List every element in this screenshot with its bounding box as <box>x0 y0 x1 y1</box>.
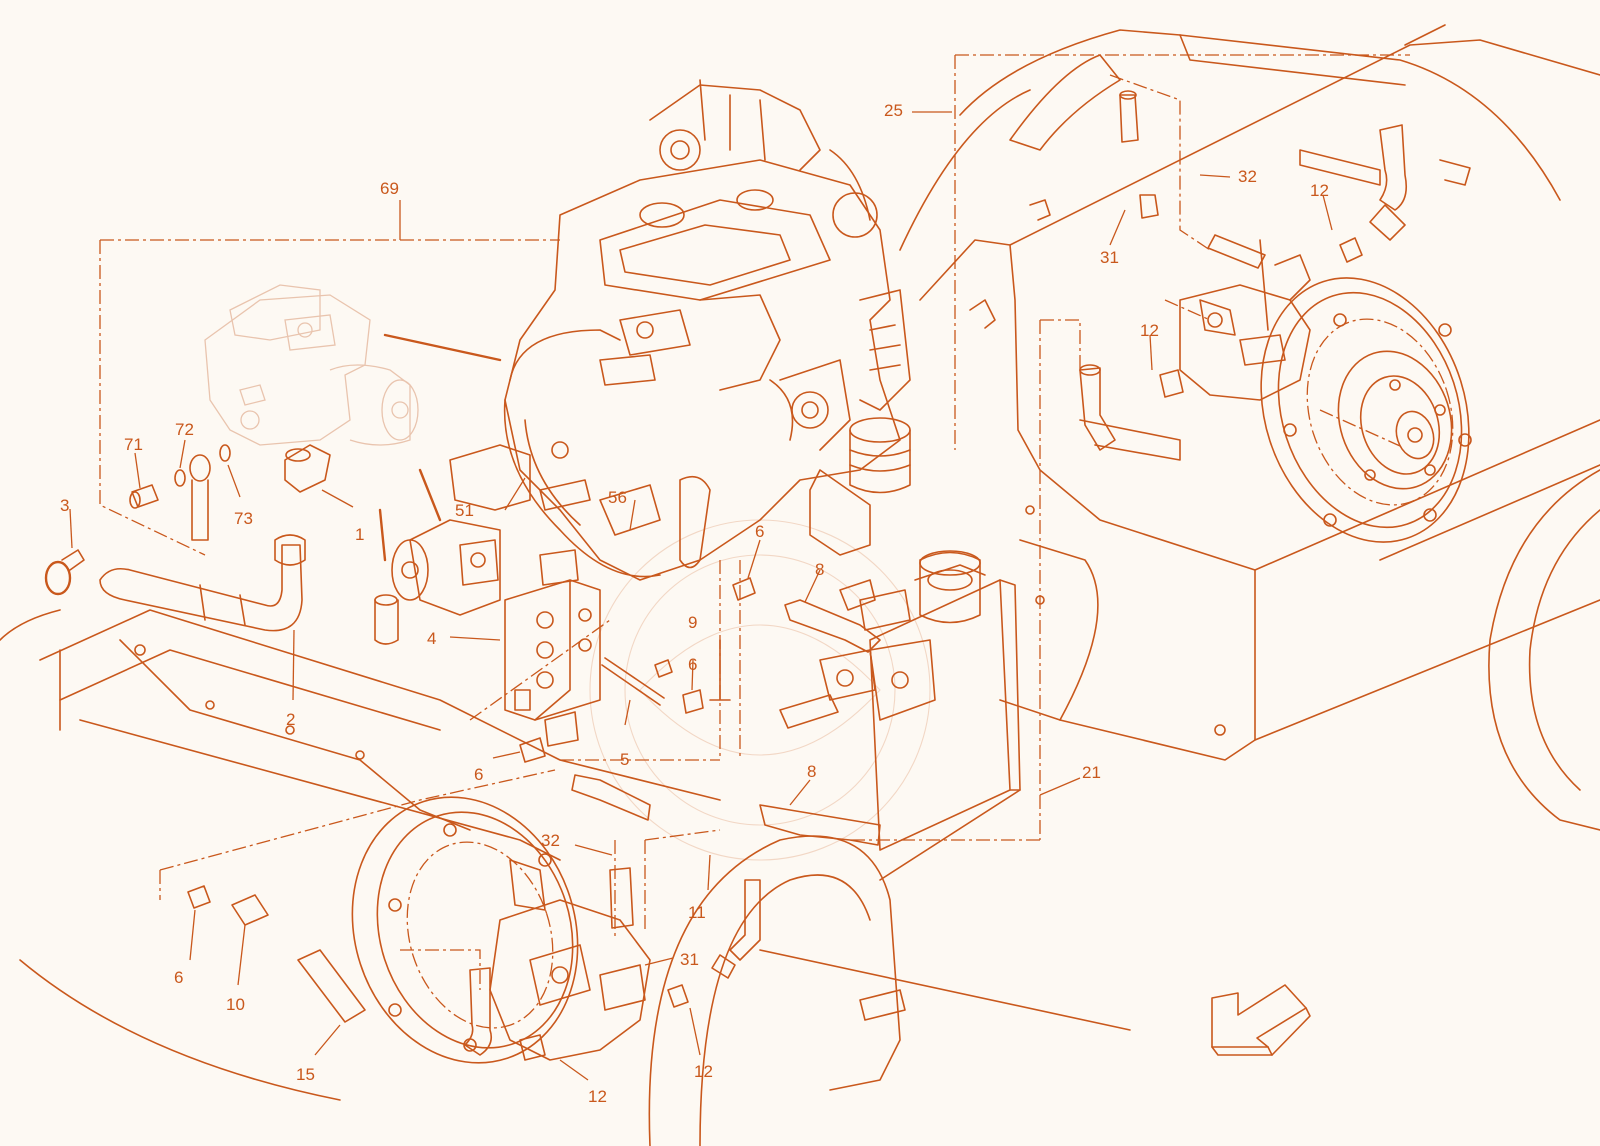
front-direction-arrow-icon <box>1211 984 1311 1056</box>
callout-51: 51 <box>455 501 474 520</box>
callout-56: 56 <box>608 488 627 507</box>
callout-21: 21 <box>1082 763 1101 782</box>
callout-2: 2 <box>286 710 295 729</box>
leader-lines <box>69 111 1333 1081</box>
spacer <box>374 594 399 645</box>
callout-69: 69 <box>380 179 399 198</box>
suction-hose-2 <box>99 534 306 632</box>
hydraulic-tank <box>779 550 1021 851</box>
valve-block <box>504 549 601 747</box>
callout-32-lower: 32 <box>541 831 560 850</box>
callout-3: 3 <box>60 496 69 515</box>
callout-6-c: 6 <box>474 765 483 784</box>
callout-8-upper: 8 <box>815 560 824 579</box>
callout-31-lower: 31 <box>680 950 699 969</box>
hoses-8 <box>571 599 881 846</box>
engine-assembly <box>383 79 911 581</box>
callout-6-b: 6 <box>688 655 697 674</box>
callout-4: 4 <box>427 629 436 648</box>
callout-10: 10 <box>226 995 245 1014</box>
callout-12-upper: 12 <box>1310 181 1329 200</box>
gear-pump <box>378 444 531 616</box>
callout-25: 25 <box>884 101 903 120</box>
oring-73 <box>219 444 231 462</box>
callout-1: 1 <box>355 525 364 544</box>
callout-32-upper: 32 <box>1238 167 1257 186</box>
callout-9: 9 <box>688 613 697 632</box>
callout-6-a: 6 <box>755 522 764 541</box>
elbow-fitting-1 <box>284 444 331 493</box>
callout-72: 72 <box>175 420 194 439</box>
callout-12-lower-left: 12 <box>588 1087 607 1106</box>
fitting-71 <box>129 484 159 509</box>
callout-11: 11 <box>688 903 706 922</box>
manifold-56 <box>539 475 711 569</box>
callout-labels: 69 25 32 12 31 12 71 72 73 3 51 56 1 6 8… <box>60 101 1329 1106</box>
left-fittings-10-15 <box>231 894 366 1023</box>
right-upper-hoses <box>1079 90 1408 461</box>
ghosted-pump <box>204 284 419 446</box>
callout-31-upper: 31 <box>1100 248 1119 267</box>
callout-6-d: 6 <box>174 968 183 987</box>
pipe-5 <box>601 657 665 706</box>
left-wheel-motor <box>351 796 761 1064</box>
watermark-logo <box>589 519 931 861</box>
callout-8-lower: 8 <box>807 762 816 781</box>
oring-72 <box>174 469 186 487</box>
hose-clamp-3 <box>44 549 85 596</box>
machine-chassis <box>0 24 1600 1146</box>
callout-5: 5 <box>620 750 629 769</box>
callout-73: 73 <box>234 509 253 528</box>
callout-12-lower-right: 12 <box>694 1062 713 1081</box>
callout-71: 71 <box>124 435 143 454</box>
banjo-fitting <box>189 454 211 541</box>
callout-12-mid: 12 <box>1140 321 1159 340</box>
fittings-6 <box>187 577 756 909</box>
callout-15: 15 <box>296 1065 315 1084</box>
right-wheel-motor <box>1179 239 1472 543</box>
